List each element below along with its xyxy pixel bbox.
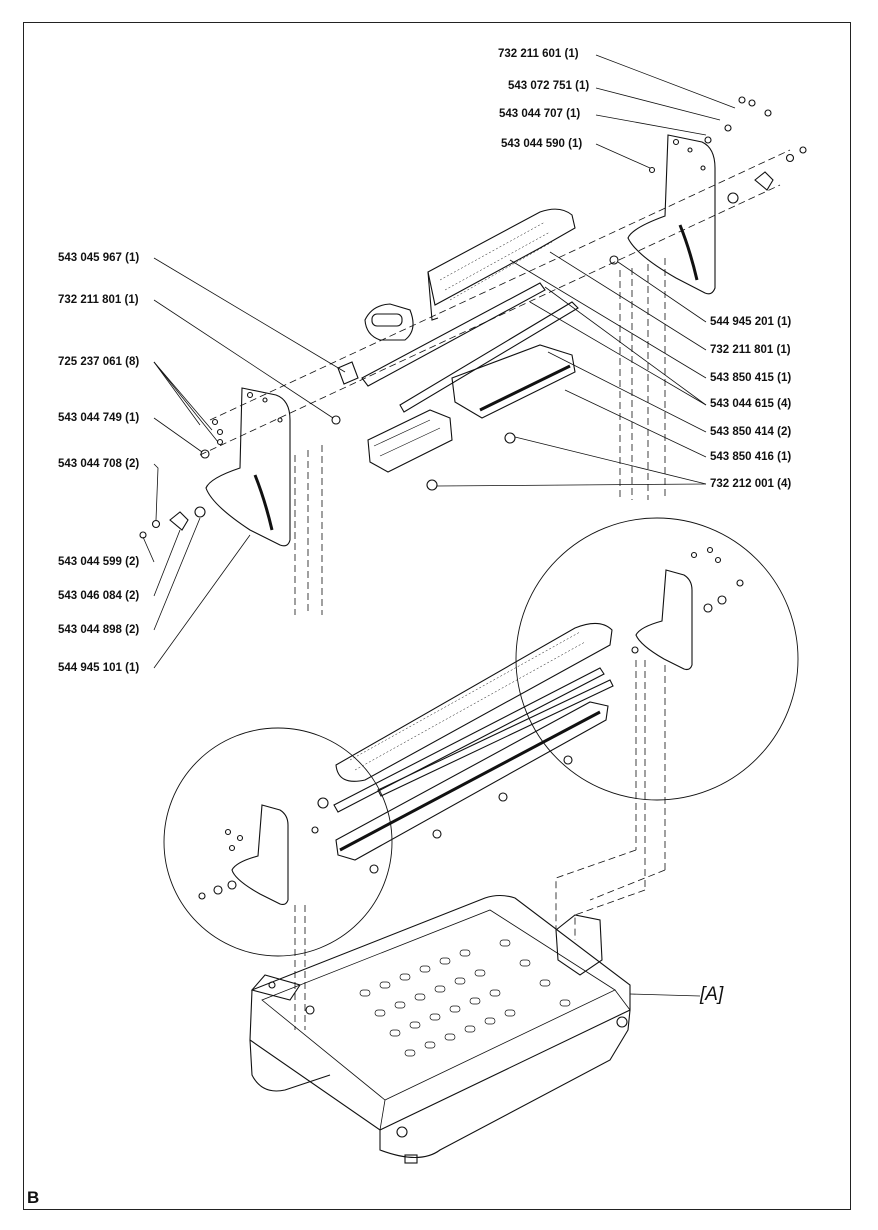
reference-mark: [A] (700, 984, 724, 1005)
upper-cover (427, 208, 576, 306)
small-cover (364, 303, 414, 341)
guide-rods (361, 282, 579, 413)
left-hardware (139, 418, 224, 539)
right-side-plate (627, 134, 716, 295)
lower-rail-left (367, 409, 453, 473)
part-label: 732 211 801 (1) (58, 294, 139, 306)
part-label: 543 044 707 (1) (499, 108, 581, 120)
end-cap (337, 361, 359, 385)
lower-rail-right (451, 344, 576, 419)
assembled-left-plate (231, 804, 289, 906)
left-side-plate (205, 387, 291, 547)
base-carriage (249, 894, 631, 1164)
right-hardware (648, 96, 807, 204)
part-label: 543 046 084 (2) (58, 590, 140, 602)
sheet-letter: B (27, 1188, 40, 1207)
part-label: 543 044 708 (2) (58, 458, 140, 470)
assembled-rod-2 (377, 679, 614, 797)
part-label: 543 044 590 (1) (501, 138, 583, 150)
part-label: 543 044 599 (2) (58, 556, 140, 568)
part-label: 543 044 615 (4) (710, 398, 792, 410)
leader-lines (142, 54, 736, 997)
assembled-lower-rail (335, 701, 609, 861)
drawing-frame (23, 22, 851, 1210)
part-label: 543 044 749 (1) (58, 412, 140, 424)
part-label: 543 850 414 (2) (710, 426, 792, 438)
part-label: 544 945 101 (1) (58, 662, 140, 674)
detail-circle-left (163, 727, 393, 957)
part-label: 544 945 201 (1) (710, 316, 792, 328)
part-label: 732 211 601 (1) (498, 48, 579, 60)
part-label: 543 850 415 (1) (710, 372, 792, 384)
assembled-rod-1 (333, 667, 605, 813)
assembled-right-plate (635, 569, 693, 671)
assembled-upper-cover (335, 622, 613, 782)
part-label: 543 044 898 (2) (58, 624, 140, 636)
detail-circle-right (515, 517, 799, 801)
part-label: 732 211 801 (1) (710, 344, 791, 356)
assembly-axis-lines (199, 149, 791, 615)
part-label: 543 045 967 (1) (58, 252, 140, 264)
part-label: 732 212 001 (4) (710, 478, 792, 490)
part-label: 543 072 751 (1) (508, 80, 590, 92)
part-label: 543 850 416 (1) (710, 451, 792, 463)
part-label: 725 237 061 (8) (58, 356, 140, 368)
